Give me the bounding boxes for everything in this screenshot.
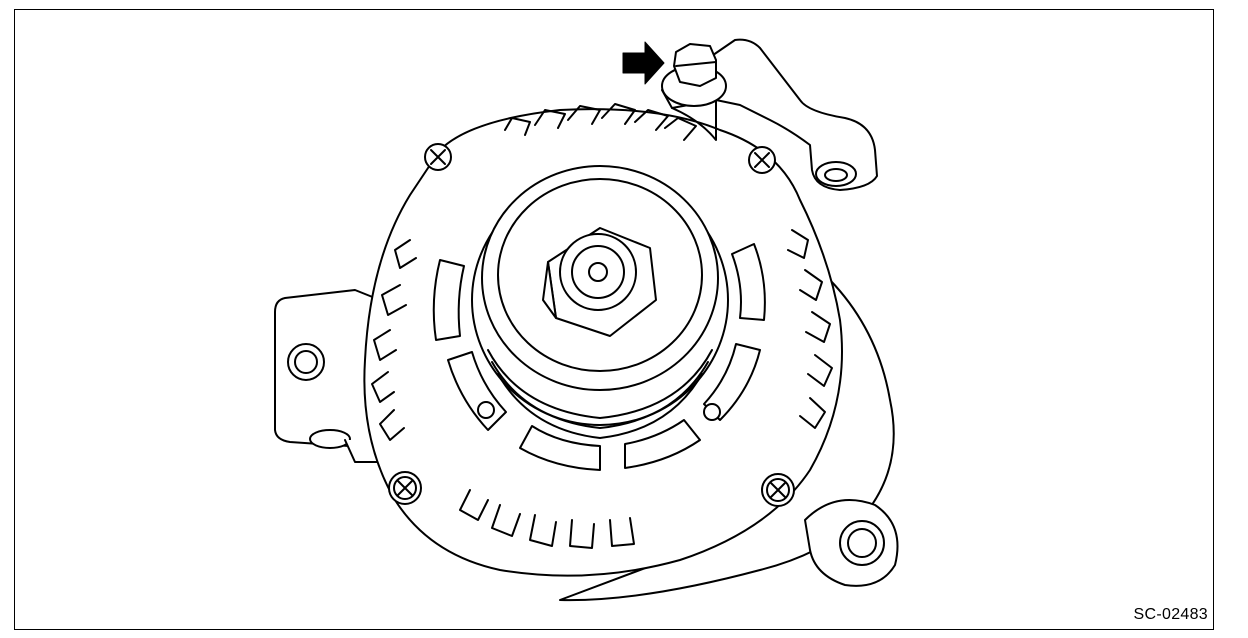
pulley-nut bbox=[542, 227, 657, 337]
mounting-lug-right bbox=[804, 499, 899, 587]
cooling-fins-top bbox=[504, 103, 697, 141]
cooling-fins-bottom bbox=[459, 489, 635, 549]
housing-bolt-top-right bbox=[748, 146, 776, 174]
arrow-right-icon bbox=[622, 41, 665, 85]
housing-bolt-bottom-right bbox=[761, 473, 795, 507]
cooling-fins-right bbox=[787, 229, 833, 429]
bracket-bolt bbox=[661, 43, 727, 107]
figure-code: SC-02483 bbox=[1133, 606, 1208, 623]
vent-holes bbox=[477, 401, 721, 421]
housing-bolt-top-left bbox=[424, 143, 452, 171]
figure-frame bbox=[14, 9, 1214, 630]
cooling-fins-left bbox=[371, 239, 417, 441]
housing-bolt-bottom-left bbox=[388, 471, 422, 505]
